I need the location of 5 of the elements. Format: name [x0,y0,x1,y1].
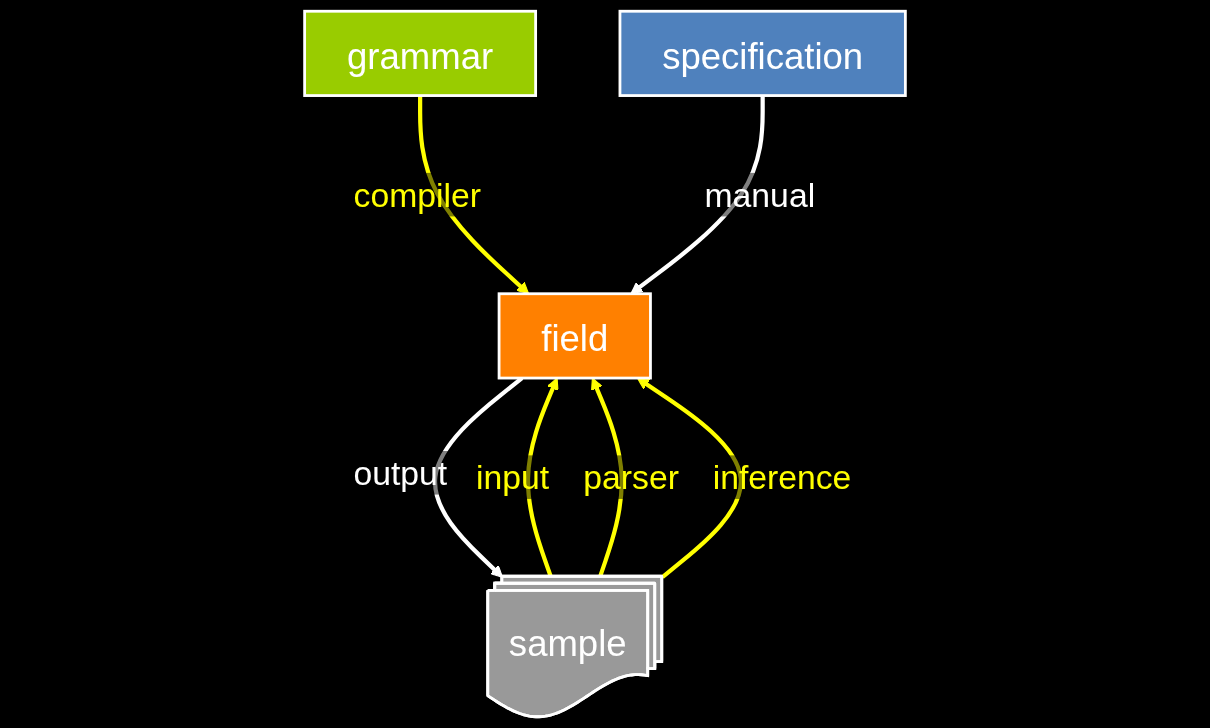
arrow [636,377,743,579]
process-box: field [497,292,652,380]
document-stack: sample [486,574,664,719]
process-box: specification [618,9,907,97]
process-box: grammar [303,9,538,97]
